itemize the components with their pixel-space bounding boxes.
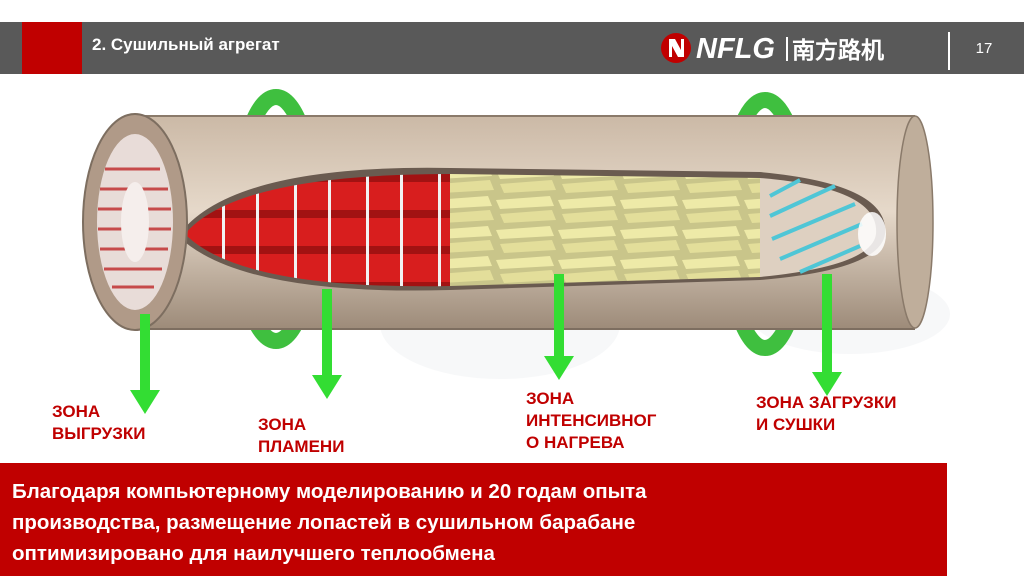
page-number: 17 [975, 40, 993, 57]
flame-zone-blades [185, 174, 450, 287]
loading-zone-vanes [769, 178, 863, 274]
zone-label-flame: ЗОНА ПЛАМЕНИ [258, 415, 345, 456]
nflg-logo-icon: NFLG 南方路机 [661, 33, 884, 65]
zone-label-heating: ЗОНА ИНТЕНСИВНОГ О НАГРЕВА [526, 389, 657, 452]
heating-zone-blades [450, 174, 760, 286]
zone-label-discharge: ЗОНА ВЫГРУЗКИ [52, 402, 146, 443]
logo-latin-text: NFLG [696, 33, 775, 65]
header-bar [0, 22, 1024, 74]
caption-bar [0, 463, 947, 576]
caption-text: Благодаря компьютерному моделированию и … [12, 480, 647, 565]
slide-title: 2. Сушильный агрегат [92, 35, 280, 54]
arrow-down-icon [544, 274, 574, 380]
dryer-drum-illustration [82, 89, 950, 414]
arrow-down-icon [812, 274, 842, 396]
header-divider [948, 32, 950, 70]
header-accent-square [22, 22, 82, 74]
logo-chinese-text: 南方路机 [792, 37, 884, 64]
arrow-down-icon [130, 314, 160, 414]
nflg-logo: NFLG 南方路机 [660, 30, 1010, 66]
arrow-down-icon [312, 289, 342, 399]
zone-label-loading: ЗОНА ЗАГРУЗКИ И СУШКИ [756, 393, 897, 434]
